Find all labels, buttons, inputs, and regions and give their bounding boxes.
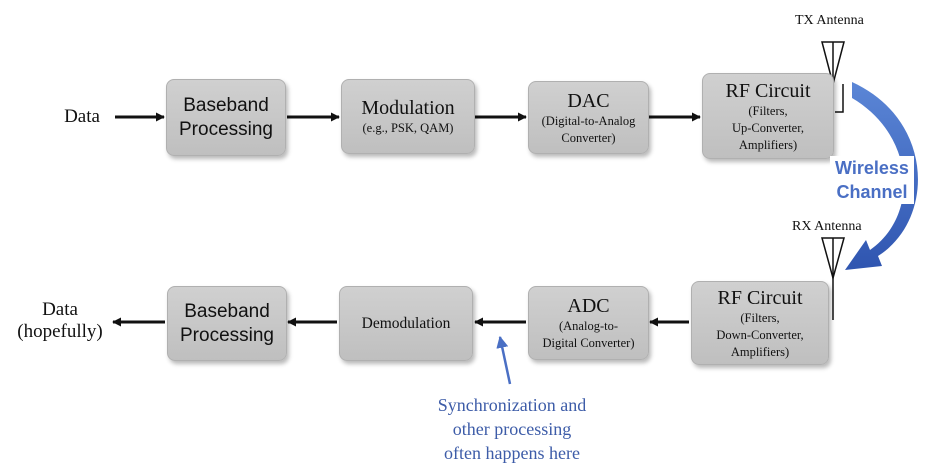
block-subtitle: (Analog-to- [558,319,618,333]
block-subtitle: (Digital-to-Analog [541,113,636,128]
block-subtitle-line3: Amplifiers) [738,137,798,152]
block-title-line2: Processing [180,324,274,346]
sync-pointer-arrow [496,335,512,385]
wireless-channel-label: Wireless Channel [830,156,914,204]
block-subtitle: (e.g., PSK, QAM) [362,121,454,135]
rx-antenna-icon [821,237,845,320]
adc-block: ADC (Analog-to- Digital Converter) [528,286,649,360]
block-title: Demodulation [361,314,451,332]
block-subtitle-line2: Up-Converter, [731,120,805,135]
block-subtitle-line2: Converter) [561,130,616,145]
block-title: DAC [567,89,610,112]
synchronization-note: Synchronization and other processing oft… [437,395,587,463]
block-title: Baseband [183,94,269,116]
block-title: ADC [567,295,610,317]
rx-antenna-label: RX Antenna [792,219,862,234]
demodulation-block: Demodulation [339,286,473,361]
rx-baseband-block: Baseband Processing [167,286,287,361]
dac-block: DAC (Digital-to-Analog Converter) [528,81,649,154]
block-subtitle: (Filters, [748,103,788,118]
rx-rf-circuit-block: RF Circuit (Filters, Down-Converter, Amp… [691,281,829,365]
wire-rf-to-tx-antenna [835,84,844,113]
rx-output-label: Data (hopefully) [17,299,103,342]
block-title: Modulation [361,97,455,119]
block-subtitle-line2: Digital Converter) [542,336,635,350]
block-title-line2: Processing [179,118,273,140]
tx-baseband-block: Baseband Processing [166,79,286,156]
block-title: RF Circuit [725,79,811,102]
block-subtitle: (Filters, [740,310,780,325]
modulation-block: Modulation (e.g., PSK, QAM) [341,79,475,154]
block-subtitle-line2: Down-Converter, [716,327,804,342]
block-title: Baseband [184,300,270,322]
tx-input-label: Data [64,106,100,127]
tx-antenna-label: TX Antenna [795,13,864,28]
block-title: RF Circuit [717,286,803,309]
wireless-channel-arrow [845,82,918,270]
block-subtitle-line3: Amplifiers) [730,344,790,359]
tx-rf-circuit-block: RF Circuit (Filters, Up-Converter, Ampli… [702,73,834,159]
